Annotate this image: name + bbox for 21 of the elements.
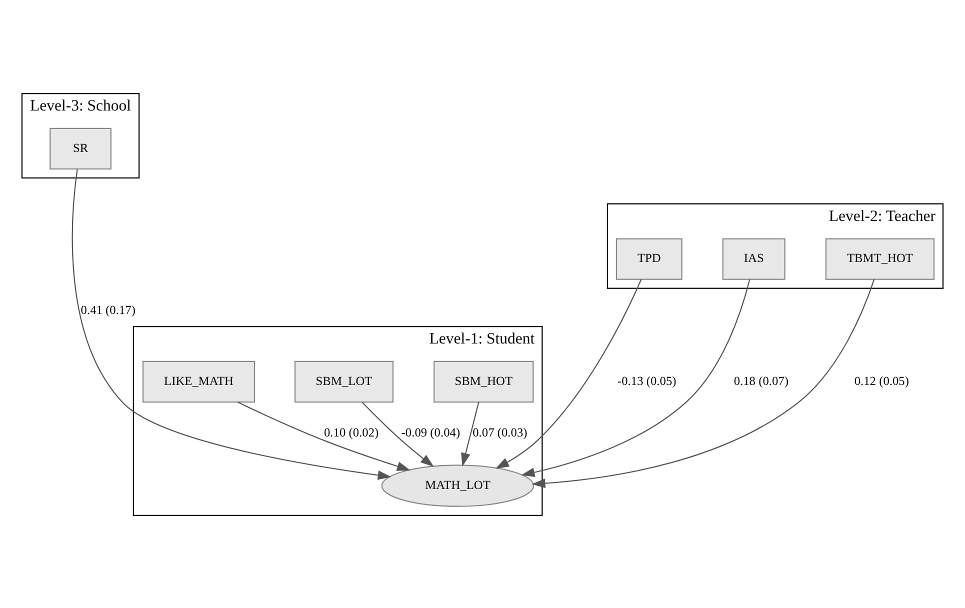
node-box: TBMT_HOT xyxy=(825,238,935,280)
node-box: TPD xyxy=(616,238,682,280)
edge-label: 0.10 (0.02) xyxy=(324,425,379,440)
arrow xyxy=(532,278,875,488)
node-box: LIKE_MATH xyxy=(142,360,256,402)
node-box: SR xyxy=(50,127,112,170)
node-box: SBM_HOT xyxy=(434,360,534,402)
arrow xyxy=(237,401,410,470)
edge-label: -0.09 (0.04) xyxy=(401,425,460,440)
arrow xyxy=(362,401,434,466)
edge-label: 0.12 (0.05) xyxy=(854,373,909,388)
arrow xyxy=(496,278,642,468)
arrow xyxy=(521,278,750,476)
edge-label: 0.18 (0.07) xyxy=(734,373,789,388)
edge-label: -0.13 (0.05) xyxy=(618,373,676,388)
node-box: IAS xyxy=(722,238,786,280)
arrow xyxy=(72,168,392,480)
edge-label: 0.07 (0.03) xyxy=(472,425,528,440)
edge-label: 0.41 (0.17) xyxy=(80,302,136,316)
arrow xyxy=(461,401,480,466)
node-box: SBM_LOT xyxy=(294,360,394,402)
